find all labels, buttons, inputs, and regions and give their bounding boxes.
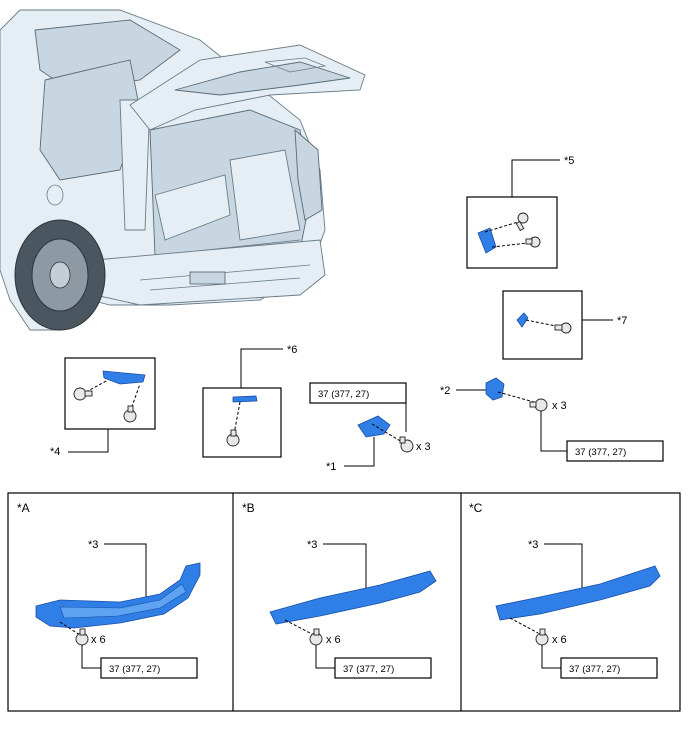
variant-panels-frame [7,492,681,712]
part-3-label: *3 [528,539,538,551]
bolt-icon [309,628,323,646]
quantity-label: x 3 [416,441,431,453]
quantity-label: x 6 [552,634,567,646]
bolt-icon [515,212,529,232]
callout-4-label: *4 [50,446,60,458]
callout-7-label: *7 [617,315,627,327]
bolt-icon [73,387,93,401]
bolt-icon [75,628,89,646]
panel-a-label: *A [17,501,30,515]
torque-box-main-right [566,440,664,462]
bolt-icon [525,236,541,248]
callout-5-group: *5 [466,155,574,269]
torque-value: 37 (377, 27) [318,389,369,400]
torque-box-a [100,657,198,679]
bracket-part-6 [232,395,258,403]
bracket-part-1 [357,415,391,438]
callout-5-label: *5 [564,155,574,167]
torque-box-b [334,657,432,679]
quantity-label: x 6 [326,634,341,646]
part-1-group: 37 (377, 27) x 3 *1 [309,382,431,473]
callout-4-group: *4 [50,357,156,458]
quantity-label: x 6 [91,634,106,646]
bolt-icon [554,322,572,334]
torque-box-main-left [309,382,407,404]
bolt-icon [123,405,137,423]
panel-b-label: *B [242,501,255,515]
bracket-part-7 [516,312,529,328]
bolt-icon [529,398,548,412]
torque-value: 37 (377, 27) [343,664,394,675]
callout-2-label: *2 [440,385,450,397]
vehicle-rear-illustration [0,9,366,331]
bolt-icon [535,628,549,646]
bracket-part-4 [102,370,146,385]
callout-7-box [502,290,583,360]
panel-c-label: *C [469,501,483,515]
panel-b: *B *3 x 6 37 (377, 27) [242,501,437,679]
reinforcement-beam-c [495,565,661,621]
callout-7-group: *7 [502,290,627,360]
quantity-label: x 3 [552,400,567,412]
bolt-icon [399,436,414,453]
torque-box-c [560,657,658,679]
panel-c: *C *3 x 6 37 (377, 27) [469,501,661,679]
callout-6-label: *6 [287,344,297,356]
part-3-label: *3 [307,539,317,551]
bolt-icon [226,429,240,447]
callout-6-group: *6 [202,344,297,458]
part-3-label: *3 [88,539,98,551]
bracket-part-2 [485,377,505,401]
torque-value: 37 (377, 27) [569,664,620,675]
part-2-group: *2 x 3 37 (377, 27) [440,377,664,462]
torque-value: 37 (377, 27) [109,664,160,675]
panel-a: *A *3 x 6 37 (377, 27) [17,501,201,679]
reinforcement-beam-b [269,570,437,625]
callout-1-label: *1 [326,461,336,473]
torque-value: 37 (377, 27) [575,447,626,458]
bracket-part-5 [477,227,497,254]
